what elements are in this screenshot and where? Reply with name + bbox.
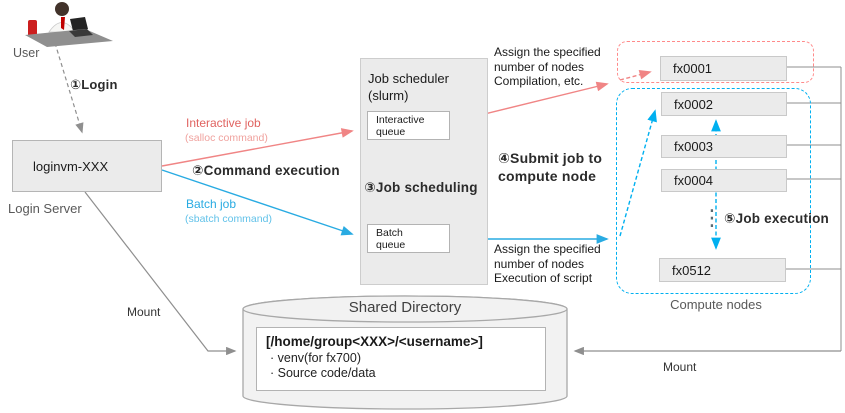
compute-nodes-caption: Compute nodes [670, 297, 762, 312]
shared-directory-detail-box: [/home/group<XXX>/<username>] · venv(for… [256, 327, 546, 391]
assign-bottom-note: Assign the specified number of nodes Exe… [494, 242, 601, 285]
interactive-job-label: Interactive job [186, 116, 261, 130]
login-arrow [54, 42, 84, 134]
shared-directory-path: [/home/group<XXX>/<username>] [266, 334, 483, 349]
step-job-scheduling-label: ③Job scheduling [364, 180, 478, 195]
step-command-execution-label: ②Command execution [192, 163, 340, 178]
interactive-node-arrow [619, 69, 652, 81]
batch-cmd-label: (sbatch command) [185, 213, 272, 225]
step-login-label: ①Login [70, 77, 118, 92]
login-server-box: loginvm-XXX [12, 140, 162, 192]
compute-node-fx0002: fx0002 [661, 92, 787, 116]
batch-job-arrow [161, 169, 354, 236]
interactive-node-group [617, 41, 814, 83]
mount-left-line [84, 191, 237, 356]
compute-node-fx0004: fx0004 [661, 169, 787, 192]
login-server-name: loginvm-XXX [33, 158, 109, 174]
step-submit-label: ④Submit job to compute node [498, 150, 603, 184]
interactive-cmd-label: (salloc command) [185, 132, 268, 144]
interactive-job-arrow [161, 128, 354, 167]
mount-right-label: Mount [663, 360, 697, 374]
interactive-queue-box: Interactive queue [367, 111, 450, 140]
compute-node-fx0512: fx0512 [659, 258, 786, 282]
login-server-caption: Login Server [8, 201, 82, 216]
mount-left-label: Mount [127, 305, 161, 319]
batch-node-group [616, 88, 811, 294]
job-scheduler-title: Job scheduler (slurm) [368, 71, 449, 103]
shared-directory-item: · Source code/data [270, 366, 376, 380]
node-ellipsis: ⋮ [701, 205, 723, 230]
shared-directory-item: · venv(for fx700) [270, 351, 362, 365]
assign-top-note: Assign the specified number of nodes Com… [494, 45, 601, 88]
step-job-execution-label: ⑤Job execution [724, 211, 829, 226]
batch-queue-box: Batch queue [367, 224, 450, 253]
batch-job-label: Batch job [186, 197, 237, 211]
user-label: User [13, 46, 40, 60]
batch-node-arrow [619, 109, 657, 237]
compute-node-fx0001: fx0001 [660, 56, 787, 81]
compute-node-fx0003: fx0003 [661, 135, 787, 158]
shared-directory-title: Shared Directory [348, 299, 462, 316]
user-icon [25, 2, 113, 47]
